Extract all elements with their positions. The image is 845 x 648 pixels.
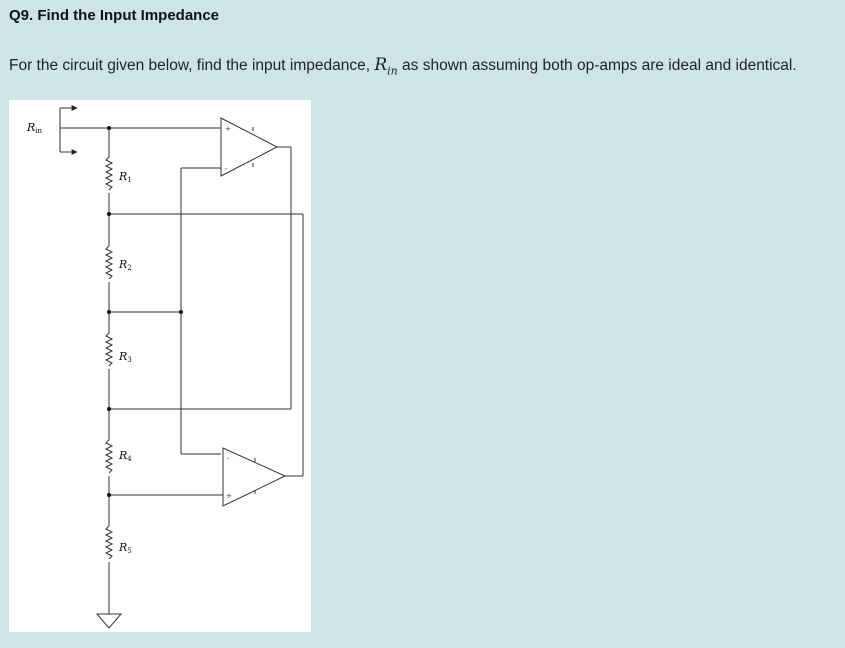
top-opamp-minus-label: - xyxy=(225,165,228,173)
r4-label: R4 xyxy=(118,449,132,463)
r2-label: R2 xyxy=(118,258,132,272)
r1-label: R1 xyxy=(118,170,132,184)
rin-arrows xyxy=(59,105,78,155)
question-title: Q9. Find the Input Impedance xyxy=(9,7,220,24)
question-text-before: For the circuit given below, find the in… xyxy=(9,57,375,74)
resistor-r2-symbol xyxy=(104,245,114,280)
junction-dots xyxy=(107,126,183,497)
top-opamp-plus-label: + xyxy=(225,125,231,133)
resistor-r5-symbol xyxy=(104,525,114,560)
bottom-opamp-minus-label: - xyxy=(227,455,230,463)
question-text-after: as shown assuming both op-amps are ideal… xyxy=(397,57,797,74)
r3-label: R3 xyxy=(118,350,132,364)
rin-symbol: Rin xyxy=(374,55,398,78)
circuit-diagram: + - - + Rin R1 R2 R3 R4 R5 xyxy=(26,105,304,629)
resistor-r4-symbol xyxy=(104,439,114,474)
bottom-opamp xyxy=(222,447,287,507)
r5-label: R5 xyxy=(118,541,132,555)
rin-label: Rin xyxy=(26,121,43,135)
question-text: For the circuit given below, find the in… xyxy=(9,55,797,77)
top-opamp xyxy=(220,117,279,177)
circuit-figure: + - - + Rin R1 R2 R3 R4 R5 xyxy=(9,100,311,632)
resistor-r3-symbol xyxy=(104,332,114,367)
ground-symbol xyxy=(95,613,123,629)
bottom-opamp-plus-label: + xyxy=(226,492,232,500)
resistor-r1-symbol xyxy=(104,156,114,191)
